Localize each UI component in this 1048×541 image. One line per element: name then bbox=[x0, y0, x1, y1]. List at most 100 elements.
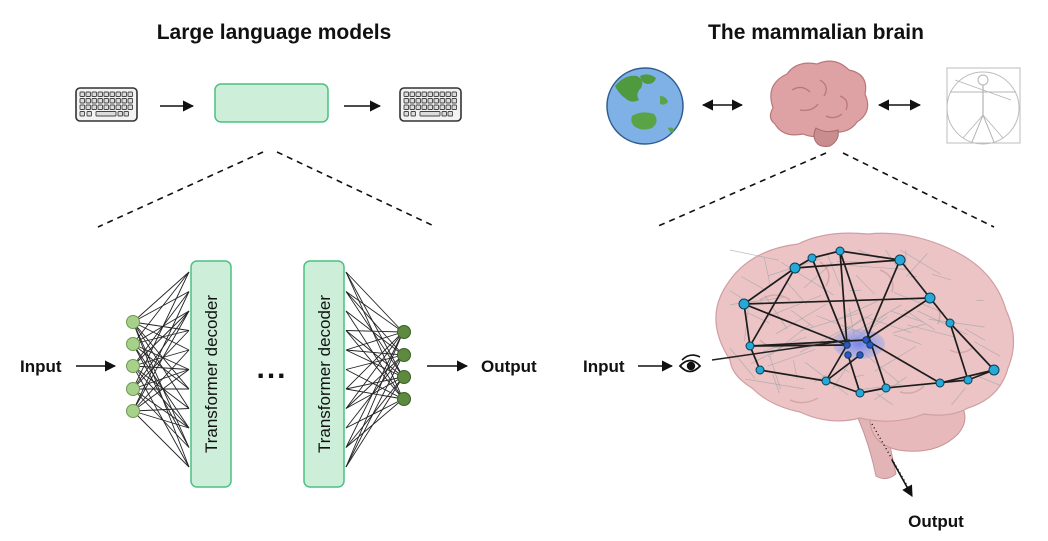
mesh-edge bbox=[785, 280, 808, 305]
edge-output bbox=[345, 331, 404, 351]
network-edge bbox=[885, 379, 969, 389]
network-edge bbox=[825, 354, 861, 382]
network-edge bbox=[743, 267, 796, 305]
network-node bbox=[881, 383, 891, 393]
edge-input bbox=[132, 321, 190, 390]
eye-icon bbox=[678, 354, 702, 373]
keyboard-key bbox=[91, 104, 97, 110]
edge-input bbox=[132, 271, 190, 390]
edge-output bbox=[345, 354, 404, 370]
edge-output bbox=[345, 398, 404, 448]
keyboard-key bbox=[97, 104, 103, 110]
edge-output bbox=[345, 271, 404, 400]
input-node bbox=[126, 315, 140, 329]
edge-output bbox=[345, 376, 404, 409]
output-node bbox=[397, 348, 411, 362]
transformer-decoder-label-1: Transformer decoder bbox=[202, 295, 221, 453]
edge-input bbox=[132, 321, 190, 468]
mesh-edge bbox=[764, 257, 771, 287]
mesh-edge bbox=[853, 304, 902, 333]
mesh-edge bbox=[772, 374, 780, 394]
network-node bbox=[821, 376, 831, 386]
mesh-edge bbox=[800, 312, 860, 332]
keyboard-key bbox=[79, 91, 85, 97]
keyboard-icon bbox=[399, 87, 462, 122]
keyboard-key bbox=[97, 91, 103, 97]
output-node bbox=[397, 392, 411, 406]
llm-box bbox=[214, 83, 329, 123]
network-node bbox=[835, 246, 845, 256]
edge-input bbox=[132, 365, 190, 370]
network-edge bbox=[825, 380, 861, 394]
mesh-edge bbox=[775, 303, 827, 335]
llm-input-label: Input bbox=[20, 357, 62, 376]
edge-output bbox=[345, 376, 404, 448]
edge-input bbox=[132, 310, 190, 367]
keyboard-key bbox=[410, 111, 416, 117]
mesh-edge bbox=[964, 328, 986, 341]
network-edge bbox=[839, 250, 901, 261]
mesh-edge bbox=[849, 289, 862, 292]
keyboard-key bbox=[121, 104, 127, 110]
edge-output bbox=[345, 310, 404, 400]
mesh-edge bbox=[864, 353, 900, 383]
edge-input bbox=[132, 330, 190, 345]
hub-node bbox=[856, 351, 864, 359]
edge-input bbox=[132, 408, 190, 412]
edge-input bbox=[132, 330, 190, 390]
keyboard-key bbox=[121, 91, 127, 97]
mesh-edge bbox=[917, 310, 968, 335]
network-node bbox=[988, 364, 1000, 376]
keyboard-key bbox=[127, 104, 133, 110]
network-edge bbox=[949, 322, 969, 381]
network-edge bbox=[749, 267, 796, 347]
edge-output bbox=[345, 271, 404, 333]
edge-output bbox=[345, 354, 404, 468]
network-edge bbox=[839, 250, 848, 346]
edge-output bbox=[345, 291, 404, 333]
keyboard-icon bbox=[75, 87, 138, 122]
edge-input bbox=[132, 291, 190, 412]
mesh-edge bbox=[729, 249, 779, 261]
keyboard-key bbox=[427, 91, 433, 97]
mesh-edge bbox=[767, 349, 816, 367]
edge-input bbox=[132, 369, 190, 390]
edge-input bbox=[132, 365, 190, 468]
brain-input-label: Input bbox=[583, 357, 625, 376]
network-edge bbox=[825, 344, 848, 382]
keyboard-key bbox=[109, 98, 115, 104]
edge-output bbox=[345, 271, 404, 378]
keyboard-key bbox=[419, 111, 441, 117]
mesh-edge bbox=[842, 367, 850, 373]
edge-output bbox=[345, 291, 404, 378]
keyboard-key bbox=[79, 104, 85, 110]
keyboard-key bbox=[445, 104, 451, 110]
edge-input bbox=[132, 343, 190, 370]
mesh-edge bbox=[904, 309, 935, 330]
output-node bbox=[397, 370, 411, 384]
keyboard-key bbox=[409, 98, 415, 104]
edge-output bbox=[345, 330, 404, 400]
keyboard-key bbox=[115, 91, 121, 97]
mesh-edge bbox=[826, 313, 873, 343]
keyboard-key bbox=[115, 104, 121, 110]
edge-input bbox=[132, 343, 190, 448]
edge-output bbox=[345, 369, 404, 400]
ellipsis: ... bbox=[256, 352, 287, 385]
keyboard-key bbox=[433, 91, 439, 97]
keyboard-key bbox=[451, 91, 457, 97]
mesh-edge bbox=[892, 323, 926, 334]
edge-input bbox=[132, 310, 190, 345]
mesh-edge bbox=[766, 295, 822, 318]
keyboard-key bbox=[121, 98, 127, 104]
keyboard-key bbox=[415, 91, 421, 97]
llm-title: Large language models bbox=[157, 21, 392, 44]
edge-output bbox=[345, 331, 404, 448]
edge-output bbox=[345, 354, 404, 429]
edge-input bbox=[132, 271, 190, 323]
keyboard-key bbox=[117, 111, 123, 117]
keyboard-key bbox=[85, 91, 91, 97]
network-edge bbox=[847, 354, 861, 394]
mesh-edge bbox=[790, 309, 814, 327]
zoom-line-right-a bbox=[655, 152, 827, 228]
